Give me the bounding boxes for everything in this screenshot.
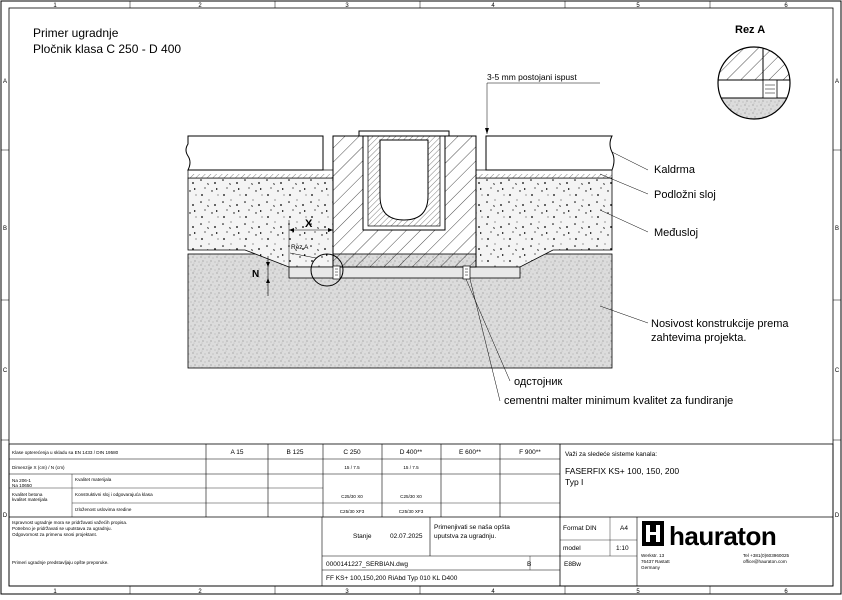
dim-n-label: N — [252, 269, 259, 280]
row-marker: A — [3, 79, 7, 85]
col-marker: 5 — [636, 589, 640, 595]
section-detail: Rez A — [717, 24, 791, 120]
label-podlozni: Podložni sloj — [654, 189, 716, 201]
class-c250: C 250 — [343, 449, 361, 456]
spacer-left — [332, 265, 341, 280]
addr-line-1: Werkstr. 13 — [641, 553, 665, 558]
system-title: Važi za sledeće sisteme kanala: — [565, 451, 657, 458]
mortar-bedding — [288, 266, 521, 279]
drawing-title: Primer ugradnje — [33, 26, 119, 40]
row-marker: C — [835, 368, 840, 374]
row-marker: B — [3, 226, 7, 232]
row-dimensions-label: Dimenzije X (cm) / N (cm) — [12, 465, 65, 470]
model-value: 1:10 — [616, 545, 629, 552]
col-marker: 3 — [345, 589, 349, 595]
col-marker: 1 — [53, 3, 57, 9]
note-1: Ispravnost ugradnje mora se pridržavati … — [12, 520, 127, 525]
note-3: Odgovornost za primenu snosi projektant. — [12, 532, 97, 537]
file-revision: B — [527, 561, 531, 568]
material-note: Kvalitet materijala — [75, 477, 112, 482]
c25-xf3-c: C25/30 XF3 — [340, 509, 365, 514]
note-4: Primeri ugradnje predstavljaju opšte pre… — [12, 560, 109, 565]
row-marker: C — [3, 368, 8, 374]
label-medjusloj: Međusloj — [654, 227, 698, 239]
c25-x0-d: C25/30 X0 — [400, 494, 422, 499]
col-marker: 4 — [491, 589, 495, 595]
drawing-subtitle: Pločnik klasa C 250 - D 400 — [33, 42, 181, 56]
file-right: E8Bw — [564, 561, 581, 568]
system-line-2: Typ I — [565, 477, 583, 487]
row-marker: D — [835, 513, 840, 519]
class-f900: F 900** — [519, 449, 541, 456]
file-code: 0000141227_SERBIAN.dwg — [326, 561, 408, 568]
label-kaldrma: Kaldrma — [654, 164, 696, 176]
channel-grate — [358, 130, 450, 137]
structural-layer-label: Konstruktivni sloj i odgovarajuća klasa — [75, 492, 153, 497]
contact-phone: Tel +381(0)603960025 — [743, 553, 790, 558]
label-malter: cementni malter minimum kvalitet za fund… — [504, 395, 733, 407]
addr-line-3: Germany — [641, 565, 661, 570]
row-marker: B — [835, 226, 839, 232]
class-b125: B 125 — [287, 449, 304, 456]
note-2: Potrebno je pridržavati se uputstava za … — [12, 526, 112, 531]
apply-note-2: uputstva za ugradnju. — [434, 533, 496, 540]
stanje-date: 02.07.2025 — [390, 533, 423, 540]
col-marker: 1 — [53, 589, 57, 595]
title-block-text: Klase opterećenja u skladu sa EN 1433 / … — [12, 449, 790, 582]
stanje-label: Stanje — [353, 533, 372, 540]
col-marker: 3 — [345, 3, 349, 9]
paving-left — [185, 135, 324, 171]
class-a15: A 15 — [230, 449, 243, 456]
row-classes-label: Klase opterećenja u skladu sa EN 1433 / … — [12, 450, 119, 455]
cross-section: Rez A X N 3-5 mm postojani ispust Kaldrm… — [185, 72, 789, 407]
class-e600: E 600** — [459, 449, 482, 456]
col-marker: 5 — [636, 3, 640, 9]
norm-2: Na 10650 — [12, 483, 32, 488]
c25-x0-c: C25/30 X0 — [341, 494, 363, 499]
class-d400: D 400** — [400, 449, 423, 456]
system-line-1: FASERFIX KS+ 100, 150, 200 — [565, 466, 679, 476]
paving-right — [485, 135, 615, 171]
label-nosivost-1: Nosivost konstrukcije prema — [651, 318, 789, 330]
col-marker: 6 — [784, 3, 788, 9]
exposure-label: Izloženost uslovima sredine — [75, 507, 132, 512]
company-name: hauraton — [669, 521, 776, 551]
label-odstojnik: одстојник — [514, 376, 562, 388]
detail-callout-label: Rez A — [291, 244, 309, 251]
format-value: A4 — [620, 525, 628, 532]
bottom-code: FF KS+ 100,150,200 RiAbd Typ 010 KL D400 — [326, 575, 458, 582]
dim-d400: 15 / 7.5 — [403, 465, 419, 470]
col-marker: 6 — [784, 589, 788, 595]
hauraton-logo-icon — [642, 521, 664, 546]
dim-x-label: X — [305, 218, 313, 230]
concrete-quality-label: Kvalitet betona — [12, 492, 43, 497]
contact-email: office@hauraton.com — [743, 559, 787, 564]
detail-circle — [310, 253, 344, 287]
row-marker: A — [835, 79, 839, 85]
row-marker: D — [3, 513, 8, 519]
material-quality-label: kvalitet materijala — [12, 497, 48, 502]
model-label: model — [563, 545, 581, 552]
channel-invert — [379, 139, 429, 221]
col-marker: 2 — [198, 3, 202, 9]
norm-1: Na 206-1 — [12, 478, 31, 483]
label-nosivost-2: zahtevima projekta. — [651, 332, 746, 344]
title-block — [8, 443, 834, 587]
dim-c250: 15 / 7.5 — [344, 465, 360, 470]
col-marker: 4 — [491, 3, 495, 9]
addr-line-2: 76437 Rastatt — [641, 559, 670, 564]
col-marker: 2 — [198, 589, 202, 595]
section-title: Rez A — [735, 24, 765, 36]
apply-note-1: Primenjivati se naša opšta — [434, 524, 510, 531]
protrusion-note: 3-5 mm postojani ispust — [487, 72, 577, 82]
spacer-right — [462, 265, 471, 280]
c25-xf3-d: C25/30 XF3 — [399, 509, 424, 514]
format-label: Format DIN — [563, 525, 597, 532]
